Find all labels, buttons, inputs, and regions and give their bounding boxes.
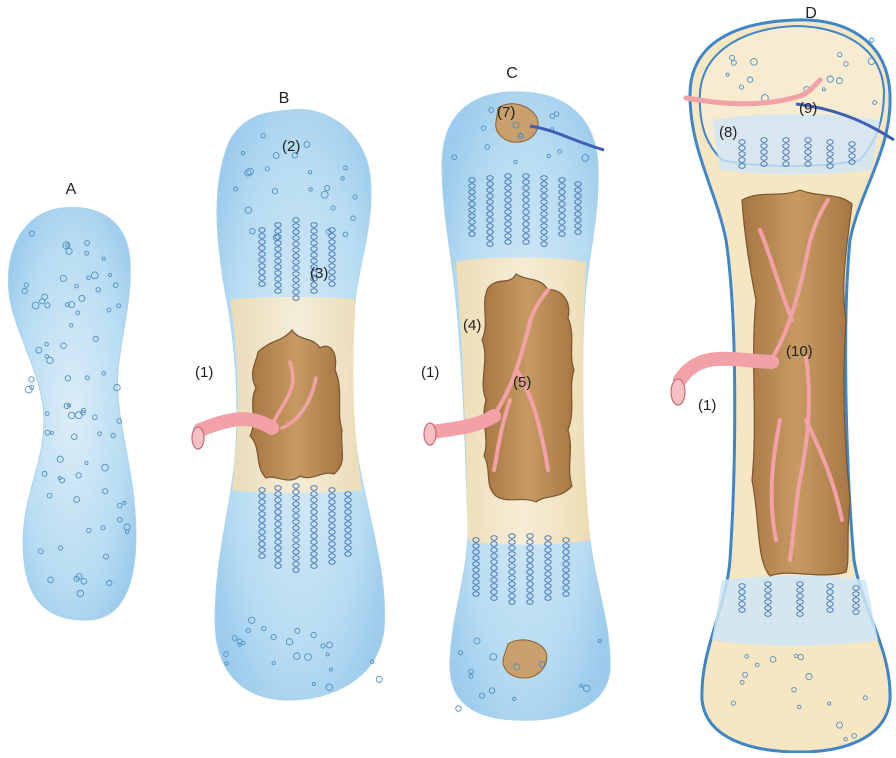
stage-b-primary-ossification-center (250, 330, 343, 480)
chondrocyte (376, 676, 382, 682)
marker-2: (2) (282, 138, 300, 155)
marker-1-stage-c: (1) (421, 364, 439, 381)
stage-b-artery-opening (192, 427, 204, 449)
marker-9: (9) (799, 100, 817, 117)
stage-c-label: C (506, 65, 518, 82)
chondrocyte (29, 377, 34, 382)
marker-4: (4) (463, 317, 481, 334)
stage-c-secondary-center-bottom (503, 640, 547, 678)
marker-7: (7) (497, 104, 515, 121)
trabecular-space (869, 38, 873, 42)
chondrocyte (456, 706, 461, 711)
stage-b-label: B (279, 90, 290, 107)
stage-d-label: D (805, 5, 817, 22)
stage-a-cartilage-model (8, 207, 136, 620)
stage-c-artery-opening (424, 423, 436, 445)
stage-d-medullary-cavity (742, 190, 852, 576)
stage-a-label: A (66, 181, 77, 198)
stage-d-artery-opening (671, 379, 685, 405)
marker-1-stage-d: (1) (698, 397, 716, 414)
marker-1-stage-b: (1) (195, 364, 213, 381)
stage-d-mature-bone (671, 20, 894, 752)
marker-5: (5) (513, 374, 531, 391)
marker-3: (3) (310, 265, 328, 282)
stage-b-primary-ossification (192, 109, 385, 700)
stage-b-artery-icon (200, 419, 272, 430)
stage-c-secondary-ossification (424, 92, 610, 720)
stage-a-cartilage (8, 207, 136, 620)
marker-8: (8) (719, 124, 737, 141)
marker-10: (10) (786, 343, 813, 360)
